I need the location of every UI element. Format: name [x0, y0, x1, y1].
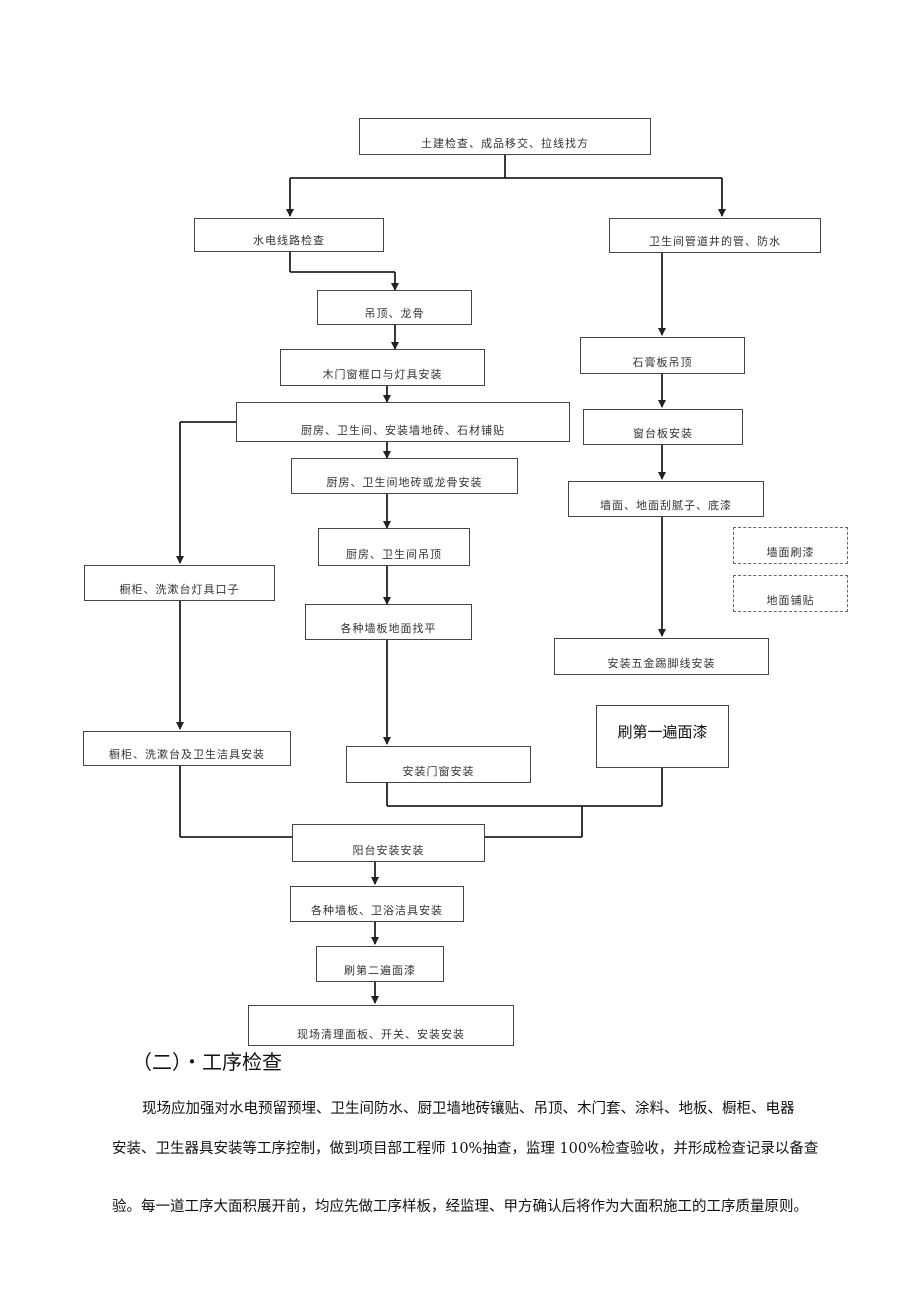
flow-node-cabinet-openings: 橱柜、洗漱台灯具口子 [84, 565, 275, 601]
flow-node-wall-paint: 墙面刷漆 [733, 527, 848, 564]
flow-node-sanitary-install: 各种墙板、卫浴洁具安装 [290, 886, 464, 922]
paragraph-line: 验。每一道工序大面积展开前，均应先做工序样板，经监理、甲方确认后将作为大面积施工… [112, 1199, 808, 1215]
flow-node-putty-primer: 墙面、地面刮腻子、底漆 [568, 481, 764, 517]
flow-node-balcony: 阳台安装安装 [292, 824, 485, 862]
flowchart-connectors [176, 155, 726, 1004]
flow-node-plumbing-check: 水电线路检查 [194, 218, 384, 252]
flow-node-cabinet-install: 橱柜、洗漱台及卫生洁具安装 [83, 731, 291, 766]
flow-node-final-install: 现场清理面板、开关、安装安装 [248, 1005, 514, 1046]
flow-node-first-coat: 刷第一遍面漆 [596, 705, 729, 768]
paragraph-line: 现场应加强对水电预留预埋、卫生间防水、厨卫墙地砖镶贴、吊顶、木门套、涂料、地板、… [142, 1101, 795, 1117]
flow-node-floor-tile: 厨房、卫生间地砖或龙骨安装 [291, 458, 518, 494]
flow-node-door-frames: 木门窗框口与灯具安装 [280, 349, 485, 386]
flow-node-door-install: 安装门窗安装 [346, 746, 531, 783]
flow-node-wall-leveling: 各种墙板地面找平 [305, 604, 472, 640]
flow-node-kitchen-ceiling: 厨房、卫生间吊顶 [318, 528, 470, 566]
flow-node-bathroom-pipes: 卫生间管道井的管、防水 [609, 218, 821, 253]
flow-node-floor-laying: 地面铺贴 [733, 575, 848, 612]
flow-node-site-check: 土建检查、成品移交、拉线找方 [359, 118, 651, 155]
flow-node-hardware-skirting: 安装五金踢脚线安装 [554, 638, 769, 675]
paragraph-line: 安装、卫生器具安装等工序控制，做到项目部工程师 10%抽查，监理 100%检查验… [112, 1141, 819, 1157]
flow-node-ceiling-keel: 吊顶、龙骨 [317, 290, 472, 325]
flow-node-second-coat: 刷第二遍面漆 [316, 946, 444, 982]
flow-node-gypsum-ceiling: 石膏板吊顶 [580, 337, 745, 374]
section-heading: （二）・工序检查 [132, 1050, 282, 1074]
process-flowchart: 土建检查、成品移交、拉线找方 水电线路检查 卫生间管道井的管、防水 吊顶、龙骨 … [83, 118, 848, 1046]
flow-node-windowsill: 窗台板安装 [583, 409, 743, 445]
flow-node-tile-install: 厨房、卫生间、安装墙地砖、石材铺贴 [236, 402, 570, 442]
